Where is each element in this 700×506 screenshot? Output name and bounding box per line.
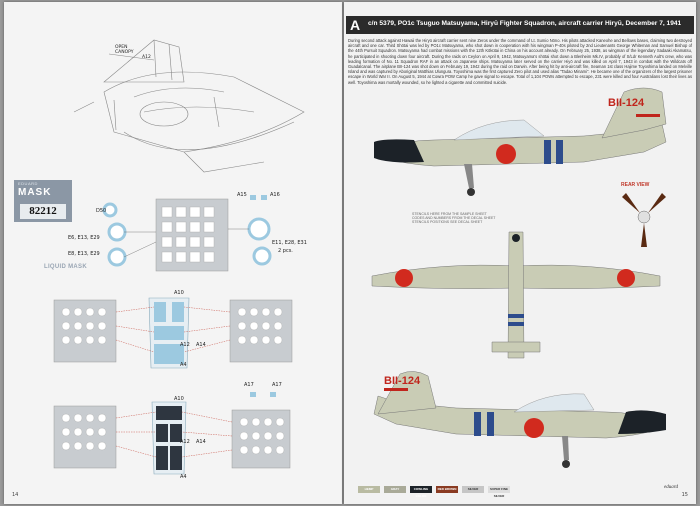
legend-swatch: RED BROWN (436, 486, 458, 493)
plan-view (371, 231, 661, 359)
liquid-mask-label: LIQUID MASK (44, 264, 87, 270)
part-label: A15 (237, 192, 247, 198)
aircraft-profiles: BII-124 (371, 87, 667, 468)
profile-title-bar: A c/n 5379, PO1c Tsuguo Matsuyama, Hiryū… (346, 16, 694, 34)
mask-badge-title: MASK (18, 187, 52, 198)
side-view-bottom: BII-124 (373, 371, 666, 468)
legend-swatch: HEMP (358, 486, 380, 493)
part-label: A4 (180, 362, 187, 368)
rear-view-label: REAR VIEW (621, 182, 650, 188)
part-label: A17 (244, 382, 254, 388)
tail-code-bottom: BII-124 (384, 375, 421, 387)
part-label-a12: A12 (142, 55, 151, 60)
eduard-logo: eduard (664, 485, 678, 490)
part-label: A12 (180, 342, 190, 348)
cockpit-assembly-drawing (53, 39, 305, 475)
legend-swatch: SILVER (462, 486, 484, 493)
open-canopy-label: OPEN CANOPY (115, 45, 134, 55)
page-number-left: 14 (12, 492, 19, 498)
mask-badge: EDUARD MASK 82212 (14, 180, 72, 222)
page-number-right: 15 (681, 492, 688, 498)
part-label: E8, E13, E29 (68, 251, 100, 257)
part-label: A14 (196, 342, 206, 348)
right-page: A c/n 5379, PO1c Tsuguo Matsuyama, Hiryū… (344, 2, 696, 504)
stencil-note: STENCILS HERE FROM THE SAMPLE SHEET CODE… (412, 212, 496, 225)
profile-history-text: During second attack against Hawaii the … (348, 38, 692, 85)
part-label: A16 (270, 192, 280, 198)
part-label: 2 pcs. (278, 248, 293, 254)
legend-swatch: COWLING COLOR (410, 486, 432, 498)
part-label: E6, E13, E29 (68, 235, 100, 241)
part-label: A17 (272, 382, 282, 388)
tail-code-top: BII-124 (608, 97, 645, 109)
mask-badge-brand: EDUARD (18, 181, 38, 186)
profile-title: c/n 5379, PO1c Tsuguo Matsuyama, Hiryū F… (368, 20, 682, 27)
propeller-rear-view (622, 193, 666, 247)
profile-letter: A (350, 17, 361, 33)
mask-badge-number: 82212 (20, 204, 66, 219)
part-label: E11, E28, E31 (272, 240, 307, 246)
side-view-top: BII-124 (374, 87, 667, 196)
part-label: D50 (96, 208, 107, 214)
part-label: A4 (180, 474, 187, 480)
part-label: A10 (174, 396, 184, 402)
left-page: OPEN CANOPY A12 EDUARD MASK 82212 A15 A1… (4, 2, 342, 504)
legend-swatch: SUPER FINE SILVER (488, 486, 510, 498)
part-label: A14 (196, 439, 206, 445)
part-label: A10 (174, 290, 184, 296)
legend-swatch: GRAY (384, 486, 406, 493)
part-label: A12 (180, 439, 190, 445)
